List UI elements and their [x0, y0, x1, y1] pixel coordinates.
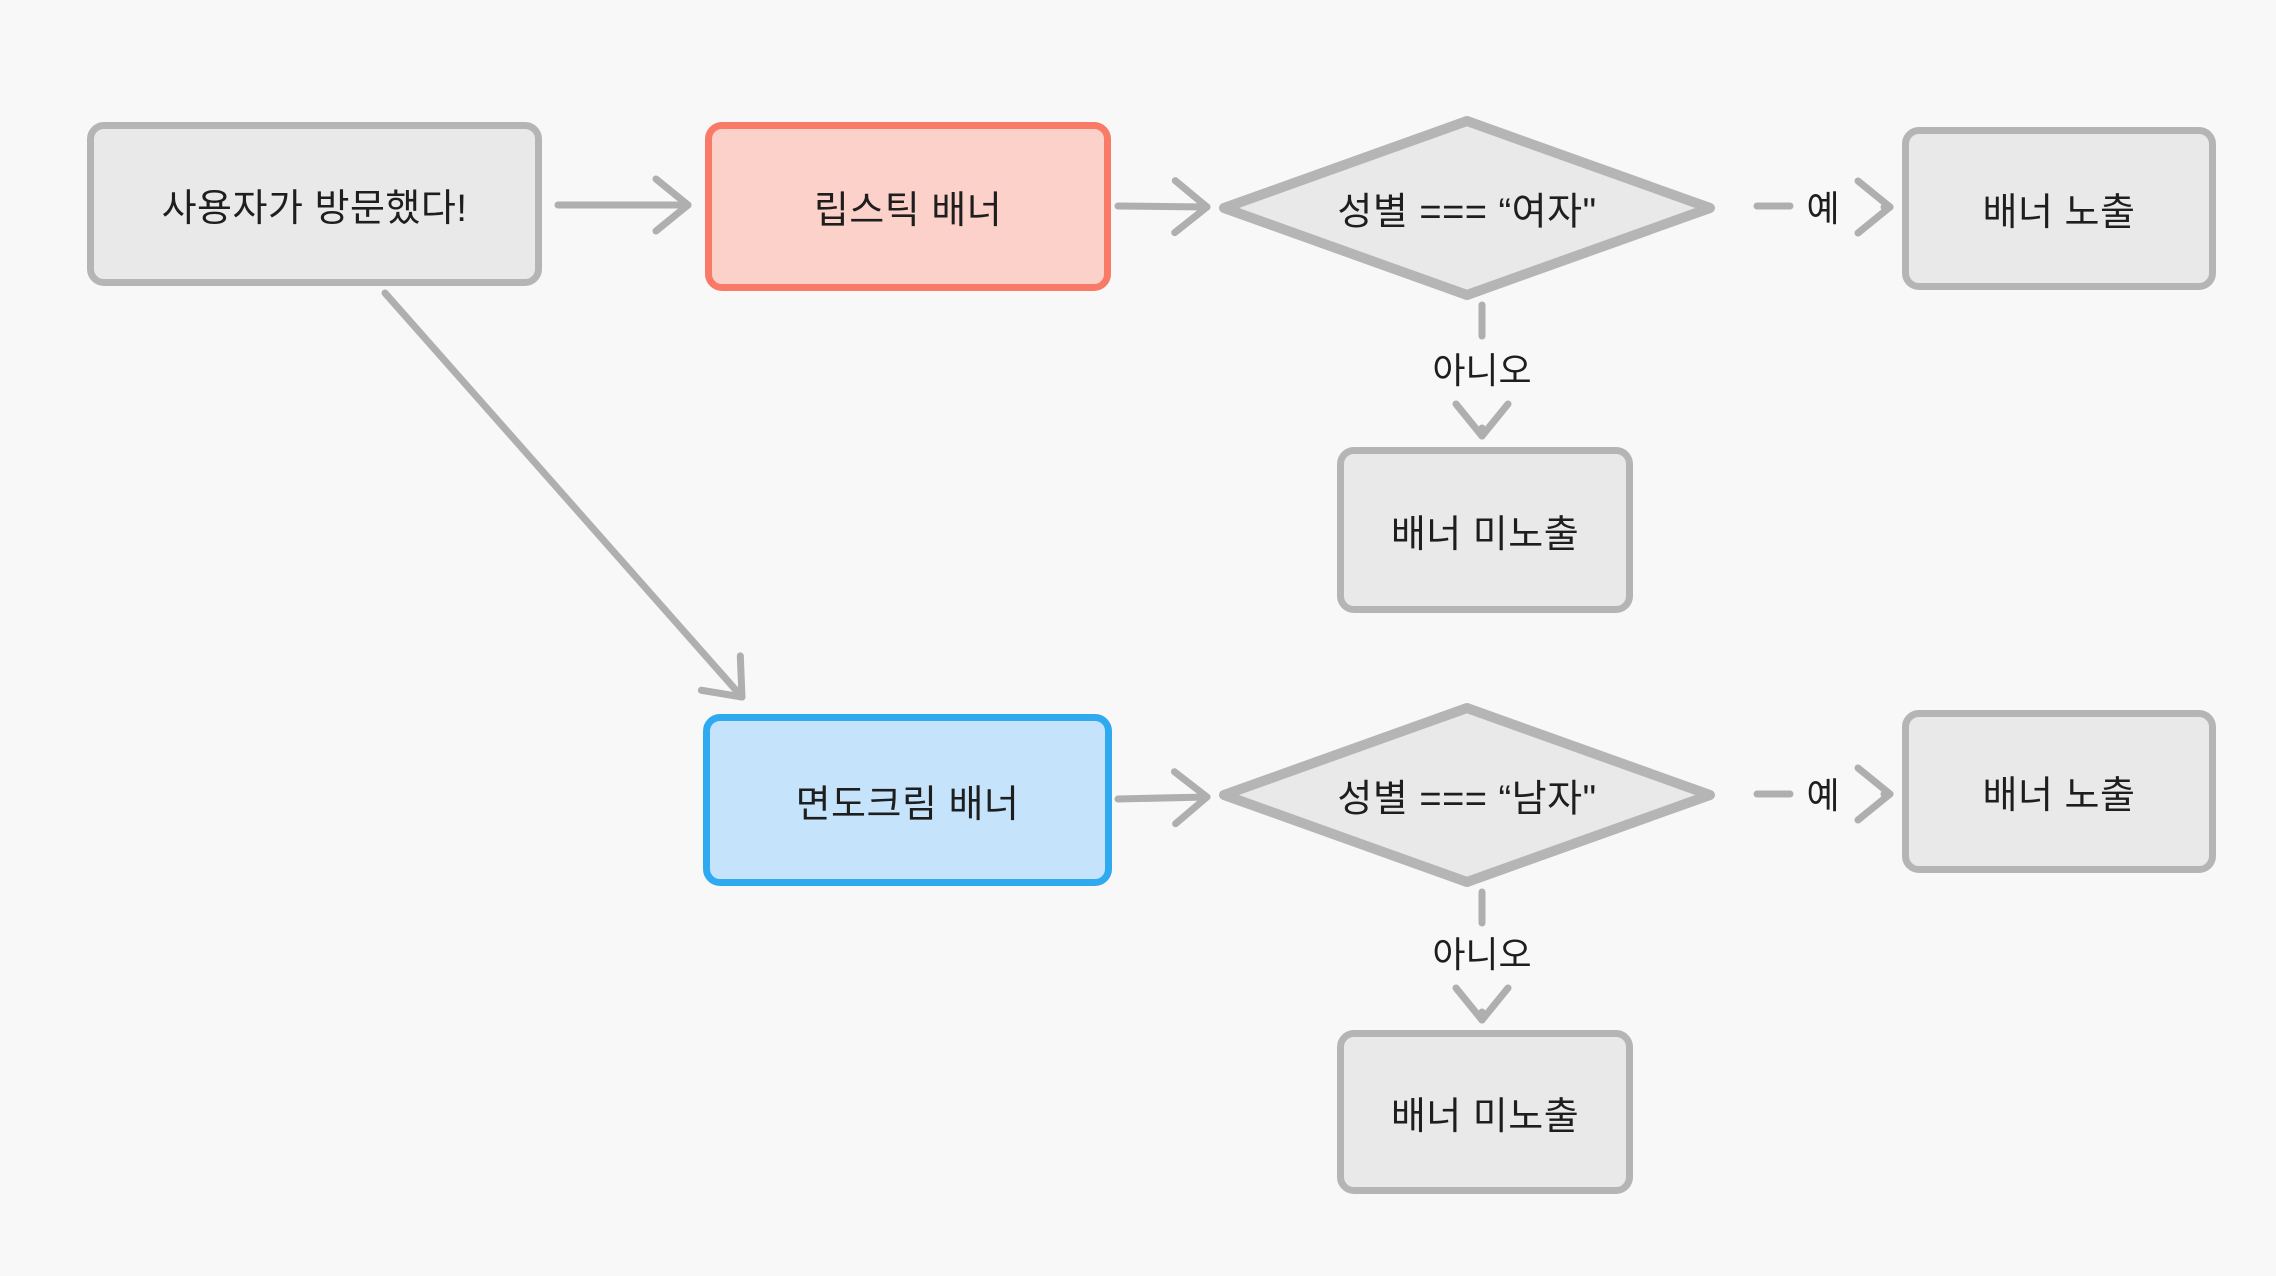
decision-female-label: 성별 === “여자" — [1337, 191, 1597, 234]
decision-diamond-male — [1219, 703, 1715, 887]
edge-label-yes-2: 예 — [1806, 775, 1840, 816]
decision-male-label: 성별 === “남자" — [1337, 778, 1597, 821]
node-banner-show-1-label: 배너 노출 — [1982, 192, 2136, 234]
edge-label-yes-1: 예 — [1806, 188, 1840, 229]
node-lipstick-banner: 립스틱 배너 — [705, 122, 1111, 291]
edge-label-no-1: 아니오 — [1432, 350, 1532, 391]
node-start-label: 사용자가 방문했다! — [161, 187, 468, 230]
node-banner-hide-1: 배너 미노출 — [1337, 447, 1633, 613]
node-shaving-cream-banner-label: 면도크림 배너 — [795, 783, 1020, 826]
node-banner-hide-1-label: 배너 미노출 — [1390, 513, 1580, 556]
edge-shaving-to-decision-male — [1114, 768, 1211, 828]
node-banner-show-1: 배너 노출 — [1902, 127, 2216, 290]
edge-lipstick-to-decision-female — [1114, 177, 1211, 237]
node-start: 사용자가 방문했다! — [87, 122, 542, 286]
node-banner-show-2-label: 배너 노출 — [1982, 775, 2136, 817]
node-shaving-cream-banner: 면도크림 배너 — [703, 714, 1112, 886]
node-banner-show-2: 배너 노출 — [1902, 710, 2216, 873]
node-banner-hide-2-label: 배너 미노출 — [1390, 1095, 1580, 1138]
node-lipstick-banner-label: 립스틱 배너 — [813, 190, 1003, 232]
node-banner-hide-2: 배너 미노출 — [1337, 1030, 1633, 1194]
edge-start-to-shaving-cream — [381, 289, 746, 701]
decision-diamond-female — [1219, 116, 1715, 300]
edge-label-no-2: 아니오 — [1432, 934, 1532, 975]
